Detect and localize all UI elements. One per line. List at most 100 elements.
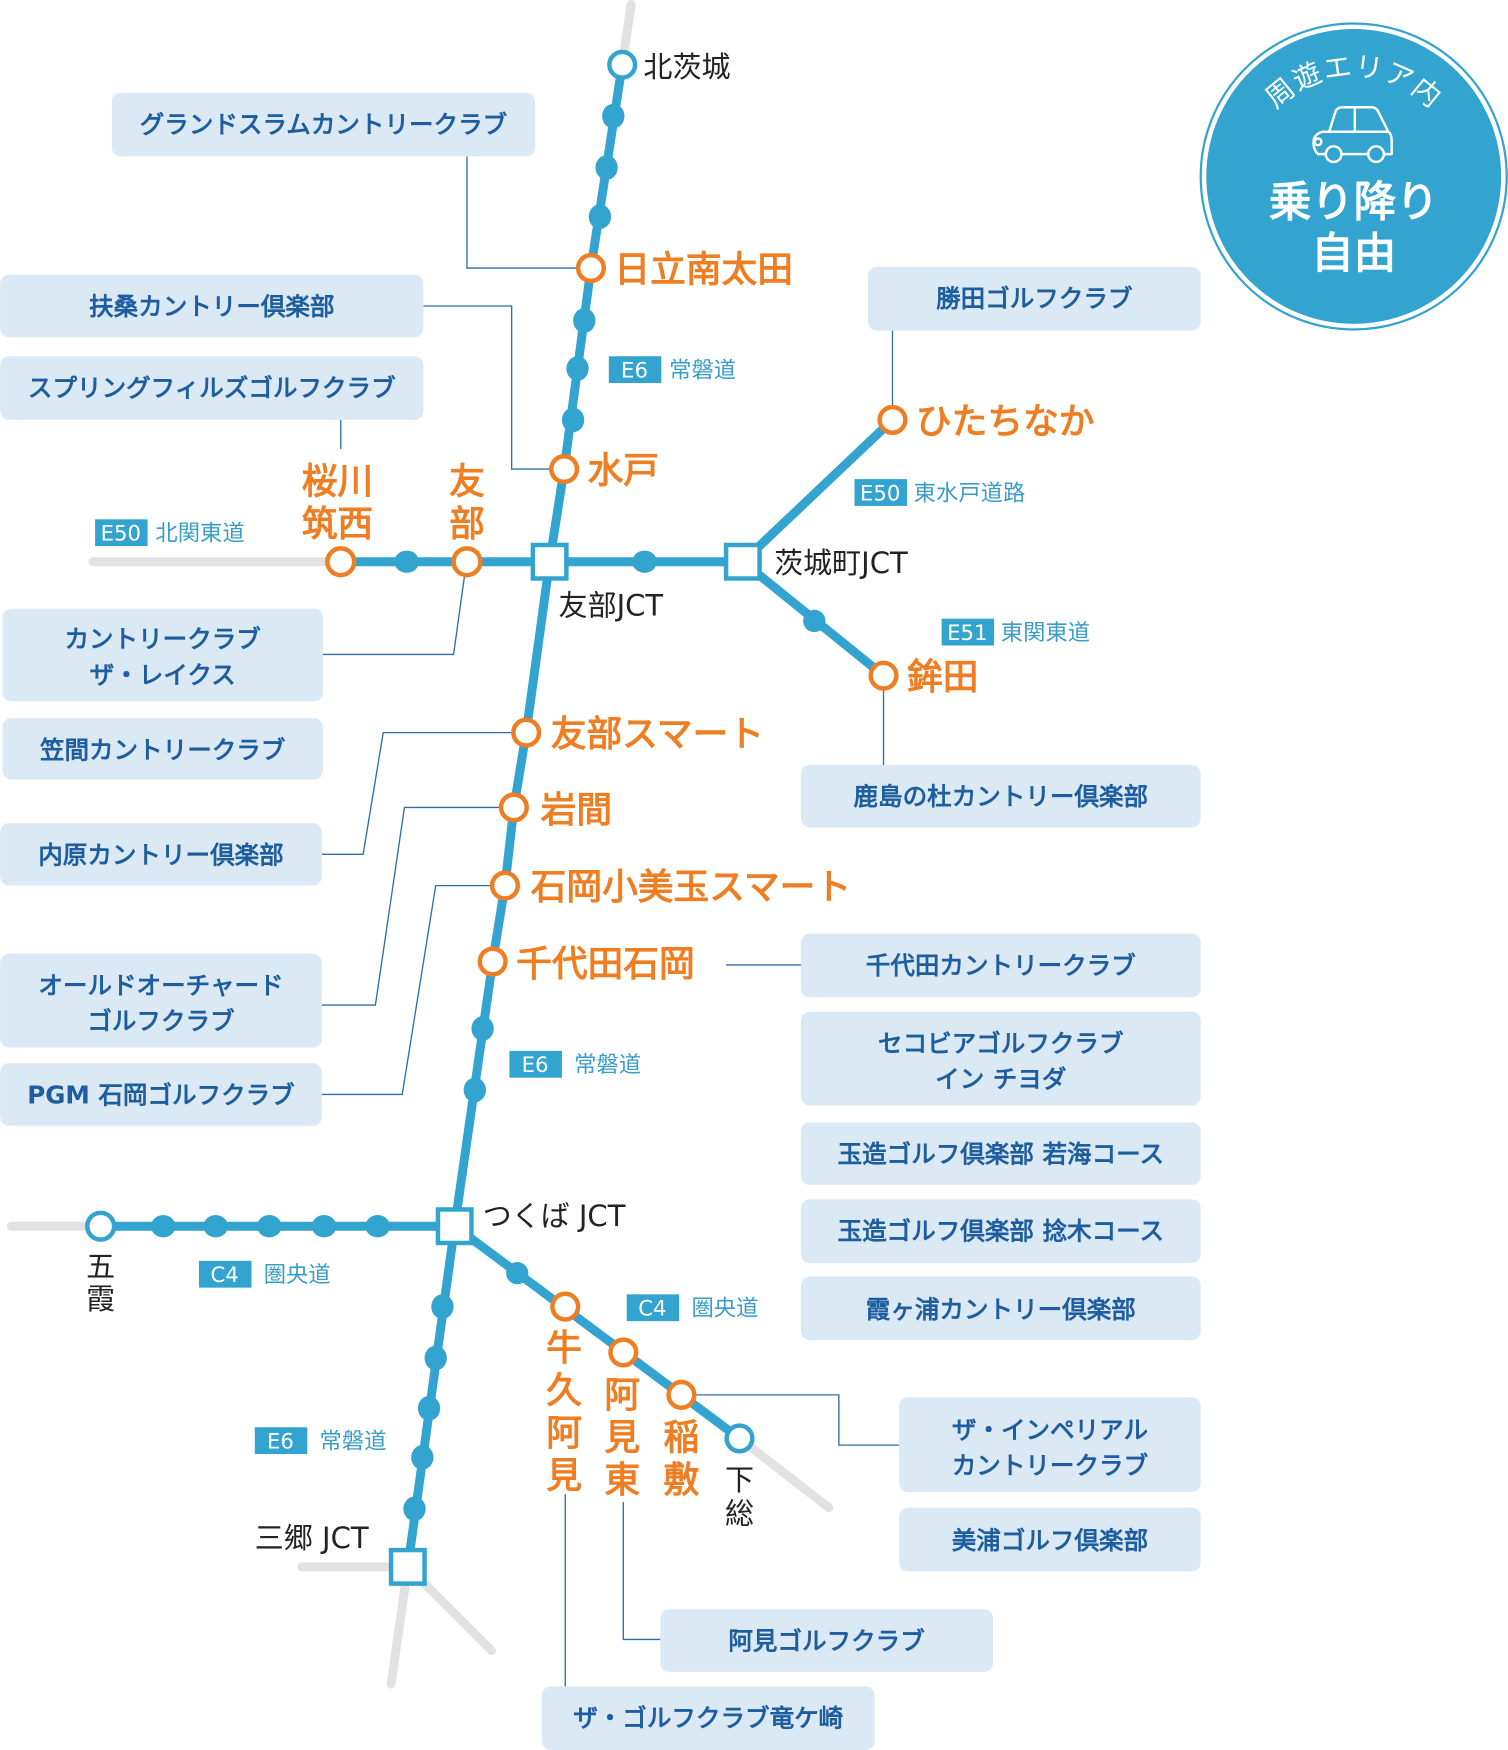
golf-course-name: 玉造ゴルフ倶楽部 若海コース — [838, 1140, 1164, 1169]
ic-marker-ushiku-ami[interactable] — [550, 1291, 581, 1322]
golf-course-box[interactable]: 阿見ゴルフクラブ — [660, 1609, 993, 1672]
golf-course-name: 美浦ゴルフ倶楽部 — [952, 1526, 1148, 1555]
road-code-bg — [198, 1260, 252, 1288]
road-code-bg — [509, 1050, 562, 1078]
ic-marker-iwama[interactable] — [498, 792, 529, 823]
golf-course-name: セコビアゴルフクラブ — [878, 1029, 1124, 1058]
ic-label-tomobe-smart: 友部スマート — [551, 714, 764, 755]
golf-course-box[interactable]: 霞ヶ浦カントリー倶楽部 — [800, 1276, 1201, 1341]
inactive-road-misato-south — [386, 1562, 413, 1689]
waypoint-dot — [411, 1445, 434, 1470]
ic-label-iwama: 岩間 — [540, 790, 612, 831]
golf-course-box[interactable]: カントリークラブ ザ・レイクス — [2, 608, 323, 702]
ic-marker-hitachinaka[interactable] — [877, 404, 908, 435]
road-code: E6 — [621, 358, 648, 383]
golf-course-box[interactable]: 笠間カントリークラブ — [2, 718, 323, 780]
road-code-bg — [95, 519, 148, 547]
road-name: 北関東道 — [155, 521, 244, 547]
waypoint-dots — [150, 103, 826, 1522]
golf-course-box[interactable]: 扶桑カントリー倶楽部 — [0, 274, 424, 338]
golf-course-box[interactable]: 内原カントリー倶楽部 — [0, 823, 322, 886]
ic-marker-goka[interactable] — [85, 1210, 117, 1242]
ic-marker-tomobe[interactable] — [451, 546, 483, 578]
golf-course-box[interactable]: 千代田カントリークラブ — [800, 933, 1201, 998]
waypoint-dot — [203, 1215, 228, 1238]
ic-label-ushiku-ami-char: 久 — [546, 1371, 582, 1412]
golf-course-name: ザ・インペリアル — [952, 1415, 1148, 1444]
jct-marker-tomobe[interactable] — [530, 542, 569, 581]
ic-marker-sakuragawa[interactable] — [325, 546, 357, 578]
road-code-bg — [626, 1294, 680, 1322]
ic-marker-mito[interactable] — [549, 453, 580, 485]
golf-course-box[interactable]: 鹿島の杜カントリー倶楽部 — [800, 764, 1201, 828]
ic-label-ishioka-omitama: 石岡小美玉スマート — [530, 867, 851, 908]
ic-label-hokota: 鉾田 — [907, 657, 978, 698]
road-tag: E51 東関東道 — [941, 618, 1090, 646]
road-name: 常磐道 — [669, 357, 736, 383]
badge-fill — [1206, 29, 1502, 324]
ic-label-ami-higashi-char: 東 — [604, 1460, 640, 1501]
road-code-bg — [941, 618, 995, 646]
golf-course-box[interactable]: 美浦ゴルフ倶楽部 — [899, 1507, 1201, 1572]
ic-label-shimofusa-char: 下 — [725, 1463, 754, 1497]
road-tag: E6 常磐道 — [254, 1427, 387, 1454]
waypoint-dot — [595, 155, 618, 180]
golf-course-box[interactable]: ザ・ゴルフクラブ竜ケ崎 — [541, 1686, 875, 1750]
connector-ami — [622, 1502, 662, 1641]
ic-marker-ami-higashi[interactable] — [608, 1337, 639, 1368]
ic-marker-inashiki[interactable] — [666, 1379, 697, 1410]
ic-marker-shimofusa[interactable] — [724, 1423, 755, 1454]
connector-lines — [321, 156, 901, 1687]
road-tag: C4 圏央道 — [198, 1260, 331, 1288]
jct-marker-tsukuba[interactable] — [435, 1207, 474, 1246]
ic-label-chiyoda-ishioka: 千代田石岡 — [516, 944, 695, 985]
golf-course-box[interactable]: 玉造ゴルフ倶楽部 捻木コース — [800, 1199, 1201, 1264]
golf-course-box[interactable]: PGM 石岡ゴルフクラブ — [0, 1063, 322, 1126]
ic-marker-kitaibaraki[interactable] — [607, 49, 638, 80]
golf-course-name: イン チヨダ — [935, 1065, 1067, 1094]
jct-marker-misato[interactable] — [388, 1547, 427, 1586]
badge-line1: 乗り降り — [1269, 179, 1439, 228]
ic-label-hitachiminamiota: 日立南太田 — [614, 249, 793, 290]
waypoint-dot — [403, 1496, 426, 1522]
golf-course-box[interactable]: 勝田ゴルフクラブ — [867, 266, 1201, 331]
ic-marker-ishioka-omitama[interactable] — [489, 870, 521, 901]
ic-label-ushiku-ami-char: 阿 — [546, 1413, 582, 1454]
ic-label-shimofusa: 下 総 — [725, 1463, 754, 1531]
golf-course-box[interactable]: セコビアゴルフクラブ イン チヨダ — [800, 1011, 1201, 1106]
ic-label-ami-higashi-char: 見 — [604, 1418, 640, 1459]
golf-course-name: カントリークラブ — [64, 625, 261, 654]
jct-marker-ibarakimachi[interactable] — [723, 542, 762, 581]
waypoint-dot — [365, 1215, 390, 1238]
ic-marker-tomobe-smart[interactable] — [511, 717, 542, 748]
road-code: E6 — [267, 1429, 294, 1454]
golf-course-box[interactable]: 玉造ゴルフ倶楽部 若海コース — [800, 1122, 1201, 1185]
connector-oldorchard — [321, 806, 502, 1006]
road-name: 常磐道 — [320, 1428, 387, 1454]
golf-course-box[interactable]: オールドオーチャード ゴルフクラブ — [0, 953, 322, 1048]
ic-label-tomobe-2: 部 — [449, 504, 485, 545]
ic-label-ibarakimachi-jct: 茨城町JCT — [774, 546, 908, 580]
road-code-bg — [608, 356, 662, 384]
ic-label-mito: 水戸 — [588, 450, 659, 491]
golf-course-name: グランドスラムカントリークラブ — [140, 110, 508, 139]
road-c4-east — [450, 1221, 744, 1443]
waypoint-dot — [632, 550, 657, 573]
golf-course-box[interactable]: ザ・インペリアル カントリークラブ — [899, 1397, 1201, 1493]
ic-label-ushiku-ami: 牛 久 阿 見 — [546, 1328, 582, 1496]
golf-course-name: 扶桑カントリー倶楽部 — [89, 292, 334, 321]
waypoint-dot — [561, 407, 585, 433]
inactive-road-c4-east — [735, 1433, 834, 1513]
road-code: C4 — [210, 1263, 238, 1288]
ic-marker-hitachiminamiota[interactable] — [575, 252, 607, 284]
golf-course-name: 勝田ゴルフクラブ — [936, 284, 1133, 313]
ic-marker-hokota[interactable] — [868, 660, 899, 691]
golf-course-box[interactable]: スプリングフィルズゴルフクラブ — [0, 356, 424, 420]
golf-course-box[interactable]: グランドスラムカントリークラブ — [111, 92, 536, 157]
ic-label-goka-2: 霞 — [86, 1282, 115, 1316]
ic-marker-chiyoda-ishioka[interactable] — [477, 946, 508, 977]
golf-course-name: 千代田カントリークラブ — [866, 951, 1136, 980]
road-name: 東関東道 — [1001, 620, 1090, 646]
golf-course-name: オールドオーチャード — [38, 971, 283, 1000]
ic-label-tomobe-1: 友 — [449, 462, 485, 503]
